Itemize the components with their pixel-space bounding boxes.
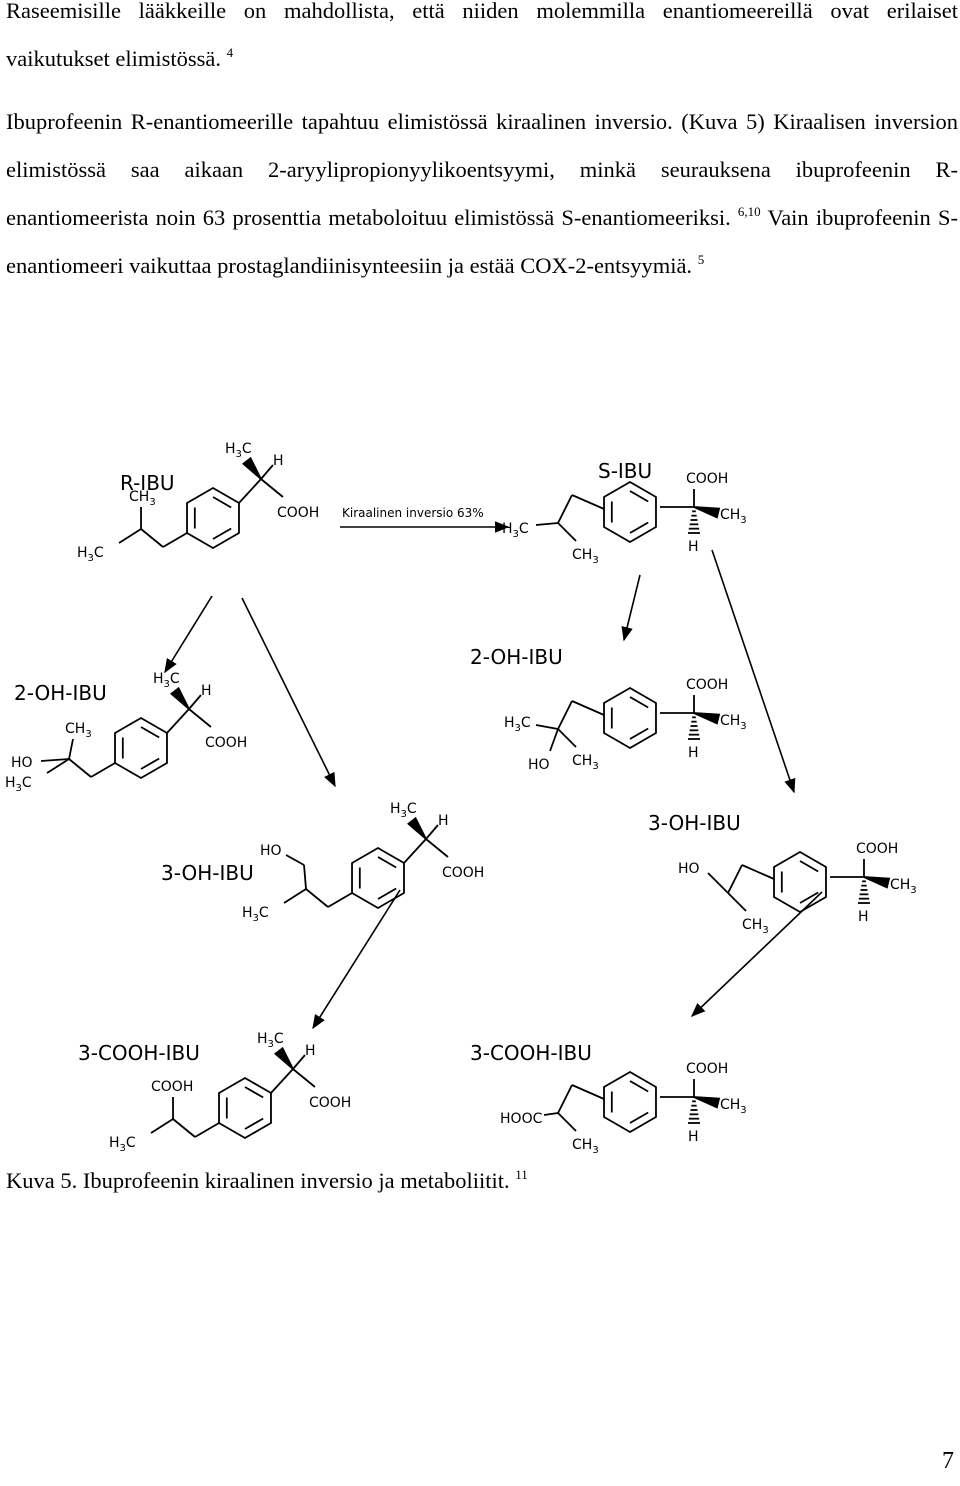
paragraph-text: Vain ibuprofeenin S-enantiomeeri vaikutt… — [6, 205, 958, 278]
r-3oh-methyl-label: H3C — [390, 801, 417, 820]
s-3oh-methyl-label: CH3 — [742, 917, 769, 936]
page-number: 7 — [942, 1448, 954, 1474]
reference-superscript: 11 — [515, 1167, 528, 1182]
r-ibu-name-label: R-IBU — [120, 471, 175, 495]
r-3oh-cooh-label: COOH — [442, 865, 484, 881]
s-ibu-benzene-ring — [603, 480, 657, 544]
inversion-label: Kiraalinen inversio 63% — [342, 506, 484, 520]
s-ibu-cooh-label: COOH — [686, 471, 728, 487]
r-2oh-cooh-label: COOH — [205, 735, 247, 751]
r-2oh-methyl-label: H3C — [5, 775, 32, 794]
s-2oh-ho-label: HO — [528, 757, 550, 773]
arrow-s-ibu-to-3oh — [711, 549, 796, 794]
r-2oh-h-label: H — [201, 683, 212, 699]
r-2oh-ho-label: HO — [11, 755, 33, 771]
s-2oh-cooh-label: COOH — [686, 677, 728, 693]
figure-caption: Kuva 5. Ibuprofeenin kiraalinen inversio… — [6, 1168, 528, 1194]
r-3oh-ho-label: HO — [260, 843, 282, 859]
s-2oh-methyl-label: CH3 — [720, 713, 747, 732]
s-ibu-methyl-label: H3C — [502, 521, 529, 540]
s-3cooh-cooh-label: COOH — [686, 1061, 728, 1077]
s-3oh-cooh-label: COOH — [856, 841, 898, 857]
s-2oh-name-label: 2-OH-IBU — [470, 645, 563, 669]
s-3oh-h-label: H — [858, 909, 869, 925]
arrow-s-3oh-to-3cooh — [690, 891, 823, 1017]
r-3cooh-cooh-label: COOH — [151, 1079, 193, 1095]
arrow-r-3oh-to-3cooh — [312, 889, 401, 1030]
r-ibu-h-label: H — [273, 453, 284, 469]
s-3oh-ho-label: HO — [678, 861, 700, 877]
r-3cooh-methyl-label: H3C — [257, 1031, 284, 1050]
r-2oh-name-label: 2-OH-IBU — [14, 681, 107, 705]
r-2oh-methyl-label: H3C — [153, 671, 180, 690]
paragraph-text: Ibuprofeenin R-enantiomeerille tapahtuu … — [6, 109, 958, 230]
r-ibu-methyl-label: H3C — [225, 441, 252, 460]
s-3oh-methyl-label: CH3 — [890, 877, 917, 896]
r-3cooh-h-label: H — [305, 1043, 316, 1059]
s-3cooh-h-label: H — [688, 1129, 699, 1145]
s-3cooh-name-label: 3-COOH-IBU — [470, 1041, 592, 1065]
r-3oh-h-label: H — [438, 813, 449, 829]
s-3cooh-benzene-ring — [603, 1070, 657, 1134]
s-2oh-h-label: H — [688, 745, 699, 761]
r-ibu-cooh-label: COOH — [277, 505, 319, 521]
s-ibu-h-label: H — [688, 539, 699, 555]
s-2oh-methyl-label: CH3 — [572, 753, 599, 772]
paragraph-text: Raseemisille lääkkeille on mahdollista, … — [6, 0, 958, 71]
r-3cooh-cooh-label: COOH — [309, 1095, 351, 1111]
s-2oh-benzene-ring — [603, 686, 657, 750]
caption-text: Kuva 5. Ibuprofeenin kiraalinen inversio… — [6, 1168, 510, 1193]
s-ibu-name-label: S-IBU — [598, 459, 652, 483]
reference-superscript: 6,10 — [737, 204, 761, 219]
reference-superscript: 4 — [226, 45, 234, 60]
s-3cooh-methyl-label: CH3 — [720, 1097, 747, 1116]
r-3cooh-name-label: 3-COOH-IBU — [78, 1041, 200, 1065]
arrow-s-ibu-to-2oh — [621, 574, 641, 642]
s-2oh-methyl-label: H3C — [504, 715, 531, 734]
r-3oh-methyl-label: H3C — [242, 905, 269, 924]
s-3cooh-methyl-label: CH3 — [572, 1137, 599, 1156]
s-ibu-methyl-label: CH3 — [572, 547, 599, 566]
r-3oh-name-label: 3-OH-IBU — [161, 861, 254, 885]
arrow-r-ibu-to-3oh — [241, 597, 336, 788]
s-ibu-methyl-label: CH3 — [720, 507, 747, 526]
s-3oh-name-label: 3-OH-IBU — [648, 811, 741, 835]
r-ibu-methyl-label: CH3 — [129, 489, 156, 508]
r-2oh-methyl-label: CH3 — [65, 721, 92, 740]
r-ibu-methyl-label: H3C — [77, 545, 104, 564]
arrow-r-ibu-to-2oh — [164, 595, 213, 674]
paragraph-chirality: Raseemisille lääkkeille on mahdollista, … — [6, 0, 958, 83]
s-3cooh-hooc-label: HOOC — [500, 1111, 543, 1127]
r-3cooh-methyl-label: H3C — [109, 1135, 136, 1154]
paragraph-inversion: Ibuprofeenin R-enantiomeerille tapahtuu … — [6, 98, 958, 290]
reference-superscript: 5 — [697, 252, 705, 267]
